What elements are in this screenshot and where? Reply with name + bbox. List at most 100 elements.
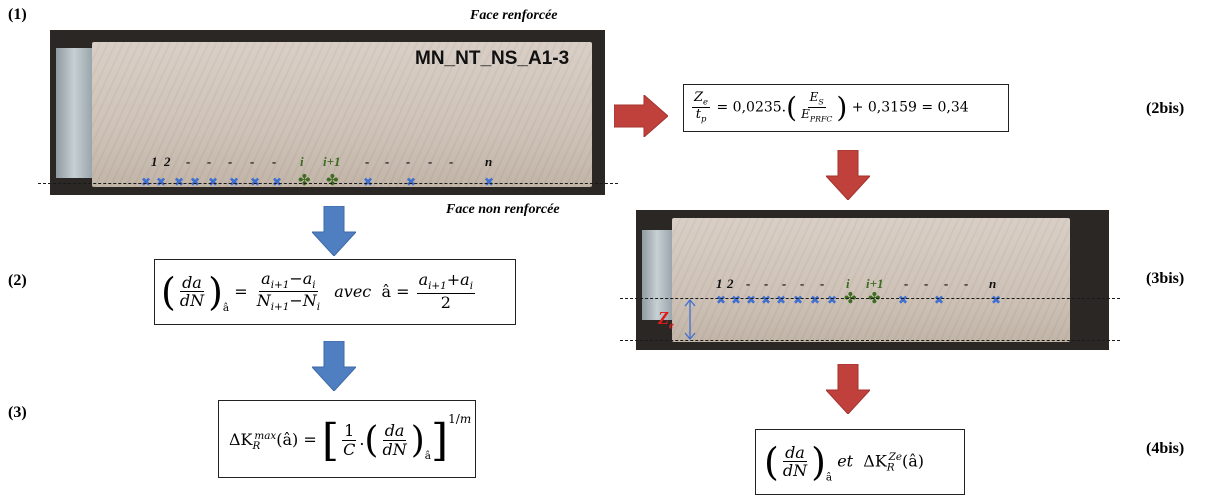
formula-a: a	[302, 268, 313, 288]
crack-index: -	[782, 276, 787, 291]
crack-marker: ✖	[156, 175, 167, 189]
clamp-left	[56, 48, 92, 178]
crack-marker: ✖	[776, 293, 787, 307]
step-label-2bis: (2bis)	[1146, 100, 1185, 117]
step-label-2: (2)	[8, 272, 27, 289]
formula-tail: + 0,3159 = 0,34	[851, 99, 969, 116]
formula-one: 1	[342, 421, 357, 441]
formula-dn: dN	[179, 291, 205, 311]
formula-et: et	[837, 451, 854, 471]
crack-marker-i: ✤	[298, 171, 311, 189]
crack-marker: ✖	[898, 293, 909, 307]
specimen-body	[672, 218, 1070, 342]
formula-hat-a: â	[825, 471, 833, 484]
formula-da: da	[783, 442, 807, 463]
step-label-3bis: (3bis)	[1146, 270, 1185, 287]
formula-sub-e: e	[703, 96, 709, 107]
formula-t: t	[695, 107, 701, 123]
formula-sub-s: S	[818, 97, 824, 107]
crack-index: -	[228, 154, 233, 169]
clamp-left	[642, 230, 672, 320]
formula-sup-max: max	[254, 429, 277, 442]
crack-index-n: n	[989, 276, 997, 291]
down-arrow-red	[826, 364, 870, 414]
formula-a: a	[418, 270, 429, 290]
crack-index: -	[186, 154, 191, 169]
formula-arg: (â)	[276, 430, 299, 449]
crack-index-n: n	[485, 154, 493, 169]
ze-label-z: Z	[658, 308, 669, 328]
crack-index: 1	[716, 276, 723, 291]
crack-index-i-plus-1: i+1	[866, 276, 884, 291]
crack-marker: ✖	[991, 293, 1002, 307]
formula-hat-a: â	[381, 281, 391, 301]
formula-c: C	[343, 439, 356, 459]
crack-marker: ✖	[208, 175, 219, 189]
formula-exp-num: 1	[448, 412, 456, 426]
crack-index: 2	[164, 154, 171, 169]
crack-index: -	[428, 154, 433, 169]
specimen-id: MN_NT_NS_A1-3	[415, 48, 570, 69]
formula-sub: i+1	[270, 278, 290, 291]
formula-coef: = 0,0235.	[716, 99, 787, 116]
crack-index: -	[449, 154, 454, 169]
formula-da: da	[180, 272, 204, 293]
specimen-photo-2: 1 2 - - - - - i i+1 - - - - n ✖ ✖ ✖ ✖ ✖ …	[636, 210, 1109, 350]
step-label-4bis: (4bis)	[1146, 440, 1185, 457]
crack-marker-i-plus-1: ✤	[326, 171, 339, 189]
formula-sub: i+1	[428, 280, 447, 293]
crack-index: 1	[151, 154, 158, 169]
step-label-3: (3)	[8, 404, 27, 421]
crack-marker: ✖	[406, 175, 417, 189]
formula-sub: i	[316, 301, 321, 314]
crack-index-i: i	[846, 276, 850, 291]
caption-reinforced-face: Face renforcée	[470, 8, 558, 23]
crack-marker: ✖	[810, 293, 821, 307]
step-label-1: (1)	[8, 6, 27, 23]
crack-marker: ✖	[272, 175, 283, 189]
reference-line	[38, 183, 618, 184]
formula-dn: dN	[782, 461, 808, 481]
crack-marker: ✖	[716, 293, 727, 307]
crack-index: -	[385, 154, 390, 169]
down-arrow-blue	[312, 206, 356, 256]
crack-index: -	[904, 276, 909, 291]
caption-unreinforced-face: Face non renforcée	[446, 202, 560, 217]
crack-marker: ✖	[363, 175, 374, 189]
crack-index: -	[944, 276, 949, 291]
formula-a: a	[460, 270, 470, 290]
crack-index: -	[272, 154, 277, 169]
crack-index: -	[820, 276, 825, 291]
crack-index: -	[764, 276, 769, 291]
crack-marker: ✖	[827, 293, 838, 307]
specimen-photo-1: MN_NT_NS_A1-3 1 2 - - - - - i i+1 - - - …	[50, 30, 605, 195]
formula-sub-r: R	[252, 440, 261, 453]
crack-index: -	[406, 154, 411, 169]
crack-marker: ✖	[174, 175, 185, 189]
crack-index: -	[207, 154, 212, 169]
formula-sub-p: p	[700, 113, 707, 124]
crack-index-i: i	[300, 154, 304, 169]
down-arrow-red	[826, 150, 870, 200]
crack-marker: ✖	[484, 175, 495, 189]
crack-index: -	[800, 276, 805, 291]
formula-sub-prfc: PRFC	[809, 114, 833, 124]
formula-sub-r: R	[886, 461, 895, 474]
crack-index: -	[746, 276, 751, 291]
formula-hat-a: â	[222, 301, 230, 314]
reference-line-upper	[620, 298, 1120, 299]
crack-index: 2	[727, 276, 734, 291]
formula-a: a	[261, 268, 271, 288]
crack-index: -	[250, 154, 255, 169]
formula-sub: i	[469, 280, 474, 293]
ze-label-sub: e	[669, 319, 674, 332]
formula-sub: i+1	[270, 301, 290, 314]
formula-z: Z	[694, 90, 704, 106]
formula-n: N	[302, 291, 317, 311]
crack-marker: ✖	[761, 293, 772, 307]
crack-index: -	[365, 154, 370, 169]
crack-marker: ✖	[229, 175, 240, 189]
